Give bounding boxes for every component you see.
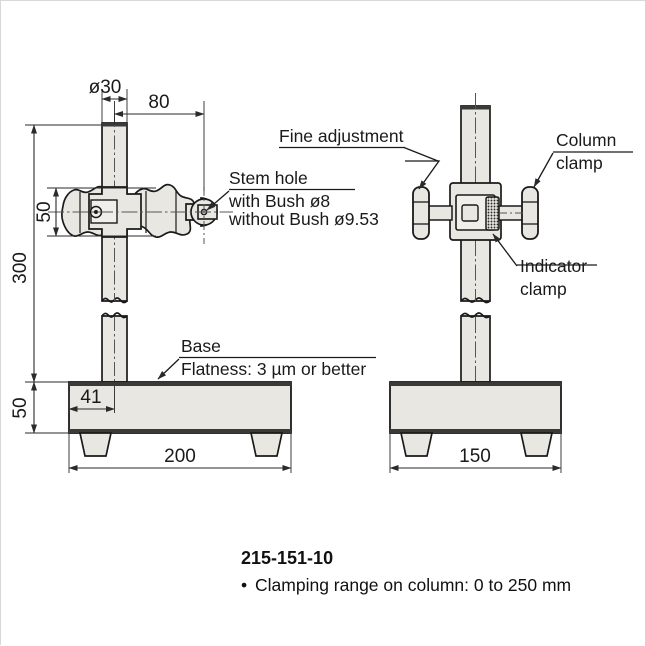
clamp-assembly-front (48, 183, 233, 244)
column-break-lower-left (101, 312, 115, 318)
label-indicator-clamp-line2: clamp (520, 279, 567, 299)
caption-model-code: 215-151-10 (241, 548, 333, 568)
dim-text-base-depth: 150 (459, 446, 491, 467)
label-without-bush: without Bush ø9.53 (228, 209, 379, 229)
column-break-upper-side (460, 297, 491, 304)
knurled-indicator-clamp (485, 196, 500, 231)
label-indicator-clamp-group: Indicator clamp (492, 233, 597, 299)
base-foot-right-side (519, 432, 554, 457)
dim-text-column-offset: 41 (80, 387, 101, 408)
base-foot-left-side (399, 432, 434, 457)
leader-base (157, 358, 180, 380)
dimension-base-depth: 150 (389, 433, 562, 473)
dim-text-base-height: 50 (10, 397, 31, 418)
leader-stem-hole (206, 190, 230, 211)
base-block-front (68, 381, 292, 434)
base-foot-left (78, 432, 113, 457)
column-break-upper (101, 297, 128, 304)
clamp-screw-center-left (94, 210, 98, 214)
dimension-stem-hole-height: 50 (34, 187, 156, 237)
caption-bullet: • (241, 575, 247, 595)
base-bottom-edge (69, 429, 291, 433)
base-bottom-edge-side (390, 429, 561, 433)
column-break-lower-right (113, 312, 128, 319)
clamp-assembly-side (412, 182, 539, 241)
label-stem-hole: Stem hole (229, 168, 308, 188)
label-flatness: Flatness: 3 µm or better (181, 359, 366, 379)
leader-indicator-clamp (492, 233, 518, 267)
label-column-clamp-group: Column clamp (533, 130, 633, 188)
dimension-total-height: 300 (10, 124, 102, 383)
base-top-surface (69, 382, 291, 386)
caption-group: 215-151-10 • Clamping range on column: 0… (241, 548, 571, 595)
dim-text-base-width: 200 (164, 446, 196, 467)
dimension-arm-reach: 80 (114, 92, 205, 191)
side-elevation-group: 150 Fine adjustment Column clamp Indicat… (279, 93, 633, 473)
leader-fine-adjustment-diag (403, 146, 439, 162)
label-column-clamp-line1: Column (556, 130, 616, 150)
front-elevation-group: ø30 80 50 300 50 (10, 77, 379, 473)
clamp-inner-block-side (461, 204, 479, 222)
caption-spec: Clamping range on column: 0 to 250 mm (255, 575, 571, 595)
dim-text-column-diameter: ø30 (89, 77, 122, 98)
base-foot-right (249, 432, 284, 457)
base-block-side (389, 381, 562, 434)
label-column-clamp-line2: clamp (556, 153, 603, 173)
dimension-base-width: 200 (68, 433, 292, 473)
column-break-lower-side (460, 312, 491, 319)
label-base-group: Base Flatness: 3 µm or better (157, 336, 376, 380)
label-fine-adjustment-group: Fine adjustment (279, 126, 441, 190)
dimension-column-diameter: ø30 (89, 77, 128, 125)
column-clamp-knob-side (521, 186, 539, 240)
base-side (389, 381, 562, 457)
label-indicator-clamp-line1: Indicator (520, 256, 587, 276)
label-fine-adjustment: Fine adjustment (279, 126, 404, 146)
base-top-surface-side (390, 382, 561, 386)
label-stem-hole-group: Stem hole with Bush ø8 without Bush ø9.5… (206, 168, 379, 229)
dimension-base-height: 50 (10, 381, 69, 434)
dim-text-arm-reach: 80 (148, 92, 169, 113)
dimension-column-offset: 41 (68, 386, 115, 413)
fine-adjustment-knob-side (412, 186, 430, 240)
dim-text-stem-hole-height: 50 (34, 201, 55, 222)
dim-text-total-height: 300 (10, 252, 31, 284)
leader-fine-adjustment (405, 160, 441, 190)
label-with-bush: with Bush ø8 (228, 191, 330, 211)
label-base: Base (181, 336, 221, 356)
leader-column-clamp (533, 152, 554, 188)
